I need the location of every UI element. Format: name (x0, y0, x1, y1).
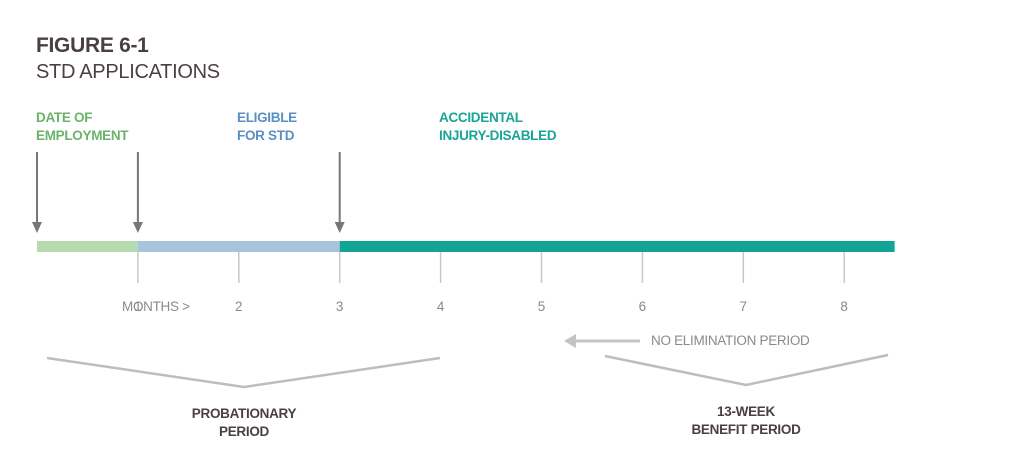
no-elimination-label: NO ELIMINATION PERIOD (651, 333, 810, 348)
event-label-line1: ACCIDENTAL (439, 110, 523, 125)
tick-label: 8 (840, 299, 848, 314)
tick-label: 3 (335, 299, 344, 314)
event-accidental-injury: ACCIDENTAL INJURY-DISABLED (439, 109, 557, 145)
event-label-line2: FOR STD (237, 128, 295, 143)
tick-label: 2 (235, 299, 243, 314)
tick-label: 5 (537, 299, 546, 314)
axis-label-months: MONTHS > (122, 299, 190, 314)
event-label-line1: ELIGIBLE (237, 110, 297, 125)
tick-label: 7 (739, 299, 748, 314)
probationary-period-label: PROBATIONARY PERIOD (191, 405, 297, 441)
label-line1: PROBATIONARY (191, 406, 297, 421)
timeline-segment (37, 241, 138, 252)
tick-label: 6 (638, 299, 647, 314)
timeline-segment (339, 241, 895, 252)
benefit-period-label: 13-WEEK BENEFIT PERIOD (691, 403, 800, 439)
event-label-line1: DATE OF (36, 110, 93, 125)
figure-subtitle: STD APPLICATIONS (36, 61, 220, 83)
label-line2: PERIOD (219, 424, 269, 439)
tick-label: 1 (134, 299, 142, 314)
event-date-of-employment: DATE OF EMPLOYMENT (36, 109, 129, 145)
down-arrow-icon (32, 152, 42, 233)
tick-label: 4 (436, 299, 445, 314)
event-label-line2: EMPLOYMENT (36, 128, 129, 143)
label-line2: BENEFIT PERIOD (691, 422, 801, 437)
label-line1: 13-WEEK (717, 404, 775, 419)
no-elimination-arrow (564, 334, 640, 348)
timeline-segment (137, 241, 340, 252)
down-arrow-icon (334, 152, 345, 233)
down-arrow-icon (132, 152, 143, 233)
event-eligible-for-std: ELIGIBLE FOR STD (237, 109, 297, 145)
benefit-bracket (604, 353, 889, 387)
probationary-bracket (46, 356, 441, 389)
event-label-line2: INJURY-DISABLED (439, 128, 557, 143)
figure-title: FIGURE 6-1 (36, 34, 149, 57)
